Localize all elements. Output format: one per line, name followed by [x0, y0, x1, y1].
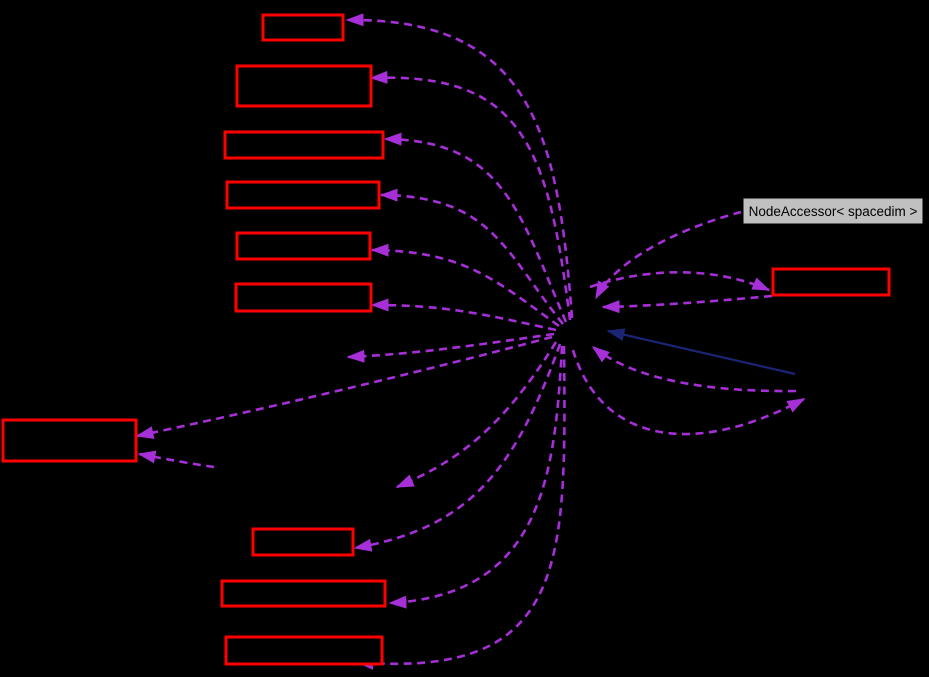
edge-hidden-to-left-lower	[137, 450, 215, 469]
red-node-top-5[interactable]	[235, 231, 372, 261]
red-node-bottom-2[interactable]	[220, 579, 387, 608]
edge-center-to-top-5	[370, 243, 560, 328]
edge-center-to-left-upper	[135, 335, 553, 439]
red-node-right[interactable]	[771, 267, 891, 297]
red-node-top-2[interactable]	[235, 64, 373, 108]
title-node[interactable]	[742, 197, 924, 225]
edge-center-to-bottom-3	[355, 345, 566, 670]
red-node-top-6[interactable]	[234, 282, 373, 313]
nodes-layer: NodeAccessor< spacedim >	[1, 13, 924, 666]
edge-center-to-hidden-mid-left	[346, 332, 555, 363]
edge-center-to-hidden-right	[571, 349, 806, 436]
edge-center-to-right-red	[589, 271, 771, 292]
edge-hidden-right-to-center	[591, 345, 797, 393]
red-node-top-3[interactable]	[223, 130, 385, 160]
edge-center-to-top-3	[383, 132, 568, 323]
red-node-top-1[interactable]	[261, 13, 345, 42]
edge-center-to-top-4	[379, 188, 565, 325]
edge-center-to-top-6	[370, 298, 557, 332]
edge-center-to-hidden-lower-left	[395, 341, 558, 489]
red-node-top-4[interactable]	[225, 180, 381, 210]
edge-center-to-bottom-1	[353, 343, 562, 552]
red-node-bottom-1[interactable]	[251, 527, 355, 557]
red-node-left[interactable]	[1, 418, 138, 463]
edge-center-to-bottom-2	[388, 345, 564, 609]
edges-layer	[135, 13, 806, 670]
edge-center-to-top-2	[369, 70, 572, 321]
edge-inheritance-solid	[606, 328, 796, 376]
edge-right-red-to-center	[601, 294, 773, 314]
red-node-bottom-3[interactable]	[224, 635, 384, 666]
title-node-label: NodeAccessor< spacedim >	[749, 204, 918, 219]
edge-center-to-top-1	[345, 13, 574, 319]
edge-title-to-center	[594, 210, 742, 300]
